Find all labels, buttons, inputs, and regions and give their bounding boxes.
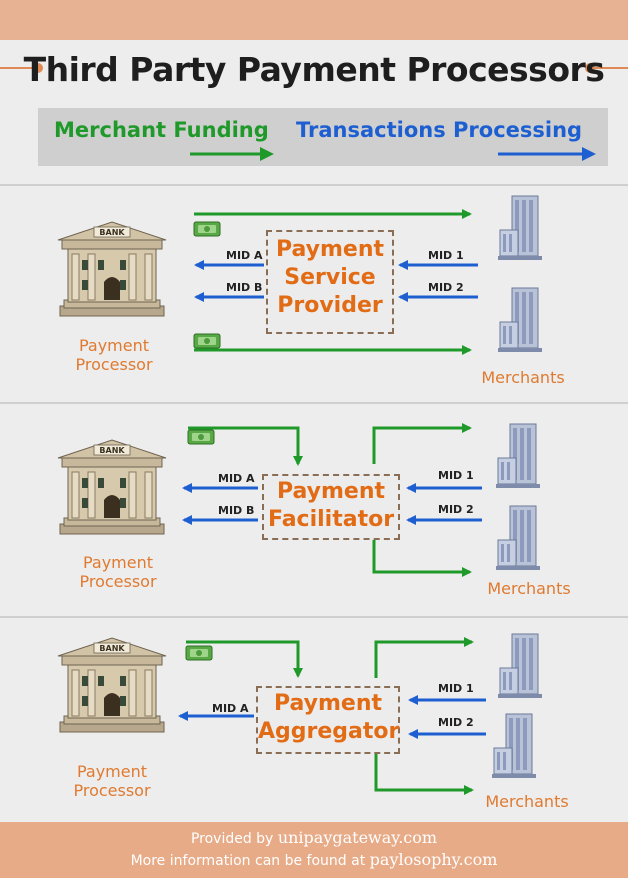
payment-service-provider-box: Payment Service Provider (266, 230, 394, 334)
processor-label: Payment Processor (66, 553, 170, 591)
page-title: Third Party Payment Processors (23, 50, 605, 89)
money-icon (187, 429, 215, 445)
building-icon (497, 287, 543, 353)
merchants-label: Merchants (487, 579, 571, 598)
processor-label-line: Processor (75, 355, 153, 374)
box-line: Provider (277, 293, 383, 318)
mid-label: MID 2 (438, 503, 474, 516)
footer-more-info: More information can be found at (130, 853, 366, 869)
payment-facilitator-box: Payment Facilitator (262, 474, 400, 540)
mid-label: MID 2 (428, 281, 464, 294)
footer-more-host[interactable]: paylosophy.com (369, 850, 498, 869)
processor-label-line: Payment (82, 553, 154, 572)
mid-label: MID 2 (438, 716, 474, 729)
bank-sign: BANK (99, 228, 125, 237)
mid-label: MID A (226, 249, 263, 262)
mid-label: MID A (218, 472, 255, 485)
money-icon (185, 645, 213, 661)
divider (0, 402, 628, 404)
box-line: Service (284, 265, 376, 290)
building-icon (497, 633, 543, 699)
mid-label: MID 1 (438, 682, 474, 695)
mid-label: MID 1 (438, 469, 474, 482)
mid-label: MID B (226, 281, 263, 294)
money-icon (193, 333, 221, 349)
box-line: Payment (273, 691, 383, 716)
money-icon (193, 221, 221, 237)
legend-funding: Merchant Funding (54, 118, 269, 142)
processor-label: Payment Processor (62, 336, 166, 374)
processor-label-line: Payment (76, 762, 148, 781)
legend-transactions: Transactions Processing (296, 118, 583, 142)
box-line: Aggregator (258, 719, 400, 744)
mid-label: MID 1 (428, 249, 464, 262)
arrow-icon (194, 209, 478, 355)
building-icon (491, 713, 537, 779)
payment-aggregator-box: Payment Aggregator (256, 686, 400, 754)
bank-sign: BANK (99, 446, 125, 455)
footer-line-1: Provided by unipaygateway.com (0, 828, 628, 847)
mid-label: MID A (212, 702, 249, 715)
top-band (0, 0, 628, 40)
arrow-icon (178, 637, 486, 795)
footer-provided-host[interactable]: unipaygateway.com (277, 828, 438, 847)
processor-label-line: Processor (73, 781, 151, 800)
title-rule (0, 63, 628, 73)
arrow-icon (182, 423, 482, 577)
footer-line-2: More information can be found at payloso… (0, 850, 628, 869)
processor-label: Payment Processor (60, 762, 164, 800)
mid-label: MID B (218, 504, 255, 517)
building-icon (497, 195, 543, 261)
title-area: Third Party Payment Processors (0, 40, 628, 100)
processor-label-line: Payment (78, 336, 150, 355)
merchants-label: Merchants (485, 792, 569, 811)
divider (0, 616, 628, 618)
processor-label-line: Processor (79, 572, 157, 591)
merchants-label: Merchants (481, 368, 565, 387)
box-line: Payment (275, 237, 385, 262)
building-icon (495, 505, 541, 571)
box-line: Facilitator (267, 507, 395, 532)
box-line: Payment (276, 479, 386, 504)
footer-band (0, 822, 628, 878)
building-icon (495, 423, 541, 489)
bank-sign: BANK (99, 644, 125, 653)
legend-box (38, 108, 608, 166)
footer-provided-by: Provided by (190, 831, 274, 847)
divider (0, 184, 628, 186)
